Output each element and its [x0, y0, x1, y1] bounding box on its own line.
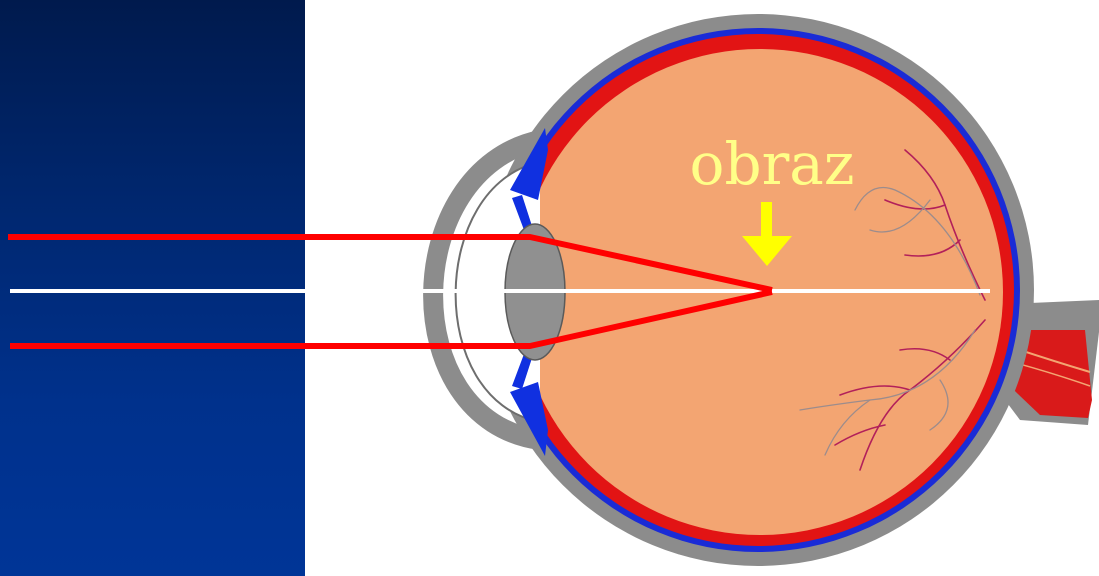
image-label: obraz — [690, 130, 855, 198]
